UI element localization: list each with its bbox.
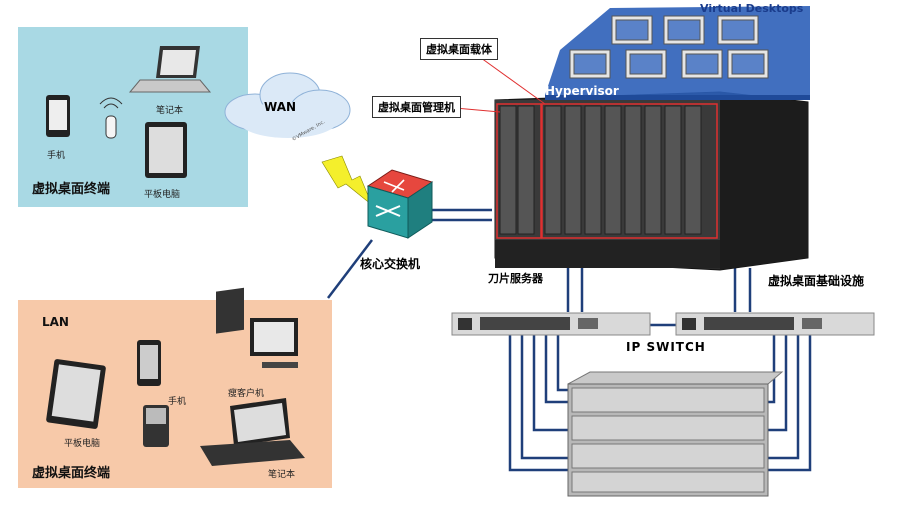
blade-modules [499,105,702,235]
lan-to-core-link [327,239,373,299]
virtual-desktop-icon [727,49,769,79]
wan-tablet-label: 平板电脑 [144,190,181,200]
carrier-callout: 虚拟桌面载体 [420,38,498,60]
wifi-icon [99,97,123,139]
wan-laptop-icon [128,46,212,93]
wan-laptop-label: 笔记本 [156,106,184,116]
lan-zone-title: LAN [42,315,69,329]
network-links [327,208,812,472]
wan-cloud-label: WAN [264,100,297,114]
virtual-desktop-monitors [569,15,769,79]
virtual-desktops-title: Virtual Desktops [700,2,804,15]
lan-tablet-label: 平板电脑 [64,439,101,449]
hypervisor-label: Hypervisor [545,84,619,98]
ip-switch-right [675,312,875,336]
lan-laptop-icon [200,398,305,466]
virtual-desktop-icon [681,49,723,79]
lan-tablet-icon [46,359,106,429]
wan-zone-label: 虚拟桌面终端 [32,182,111,197]
wan-cloud-icon [224,72,351,138]
carrier-highlight-box [541,103,718,239]
storage-array [567,371,784,497]
wan-phone-label: 手机 [47,151,66,161]
lan-phone-label: 手机 [168,397,187,407]
manager-callout: 虚拟桌面管理机 [372,96,461,118]
core-switch-label: 核心交换机 [360,257,421,271]
lan-zone-label: 虚拟桌面终端 [32,466,111,481]
virtual-desktop-icon [717,15,759,45]
blade-server-label: 刀片服务器 [488,272,543,285]
virtual-desktop-icon [625,49,667,79]
ip-switch-label: IP SWITCH [626,340,706,354]
infrastructure-label: 虚拟桌面基础设施 [768,274,865,288]
virtual-desktop-icon [663,15,705,45]
lan-laptop-label: 笔记本 [268,470,296,480]
manager-highlight-box [496,103,542,239]
lan-smartphone-icon [143,405,169,447]
lan-thin-client-icon [216,287,298,368]
lan-thin-client-label: 瘦客户机 [228,389,265,399]
virtual-desktop-icon [611,15,653,45]
core-switch-icon [366,169,434,239]
wan-link-lightning-icon [321,155,373,206]
virtual-desktop-icon [569,49,611,79]
wan-phone-icon [46,95,70,137]
lan-phone-icon [137,340,161,386]
wan-tablet-icon [145,122,187,178]
ip-switch-left [451,312,651,336]
